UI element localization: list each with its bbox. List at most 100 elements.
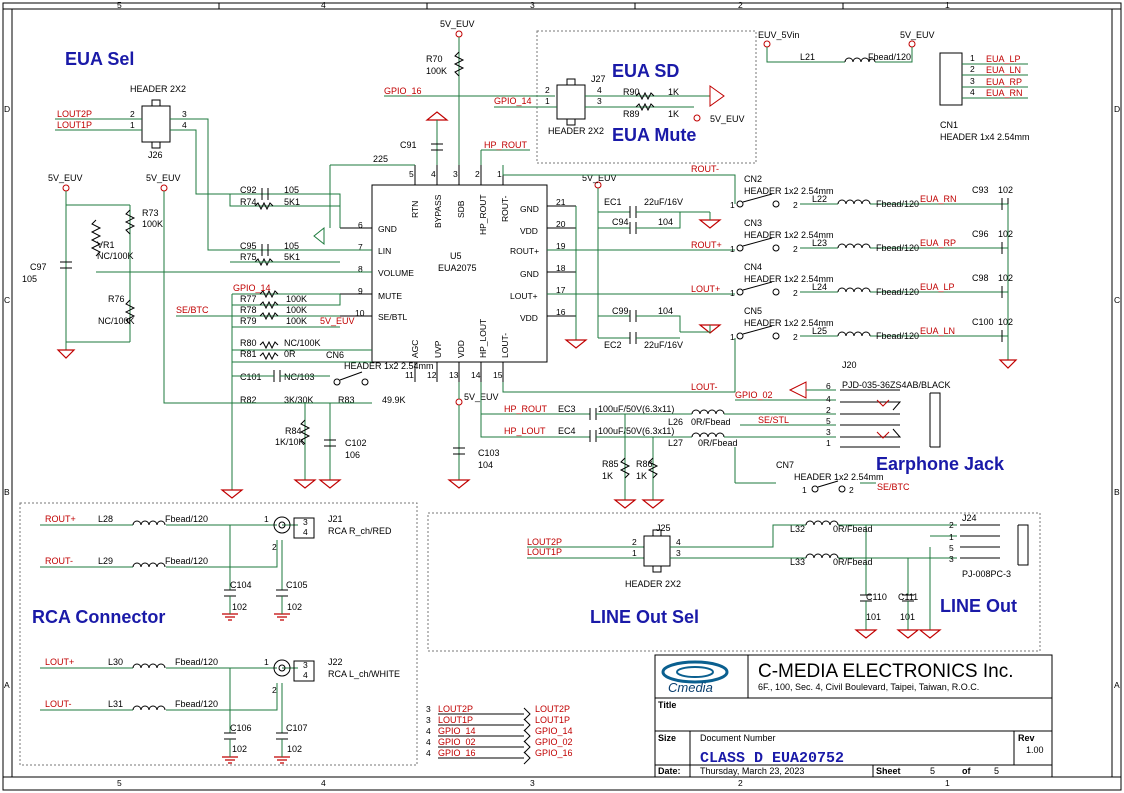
svg-text:101: 101	[866, 612, 881, 622]
svg-text:VDD: VDD	[520, 226, 538, 236]
svg-text:3: 3	[182, 109, 187, 119]
svg-text:EUV_5Vin: EUV_5Vin	[758, 30, 799, 40]
svg-text:102: 102	[998, 229, 1013, 239]
svg-text:2: 2	[793, 288, 798, 298]
svg-text:3: 3	[303, 517, 308, 527]
svg-text:HEADER 1x2 2.54mm: HEADER 1x2 2.54mm	[794, 472, 884, 482]
svg-text:GPIO_02: GPIO_02	[438, 737, 476, 747]
svg-text:J27: J27	[591, 74, 606, 84]
svg-text:HEADER 2X2: HEADER 2X2	[625, 579, 681, 589]
svg-text:15: 15	[493, 370, 503, 380]
svg-text:VR1: VR1	[97, 240, 115, 250]
svg-text:C95: C95	[240, 241, 257, 251]
svg-text:2: 2	[970, 64, 975, 74]
svg-text:Rev: Rev	[1018, 733, 1035, 743]
svg-text:1: 1	[945, 0, 950, 10]
svg-text:C: C	[4, 295, 10, 305]
svg-text:100K: 100K	[142, 219, 163, 229]
svg-text:2: 2	[272, 542, 277, 552]
svg-text:5: 5	[117, 0, 122, 10]
svg-text:LIN: LIN	[378, 246, 391, 256]
svg-text:2: 2	[272, 685, 277, 695]
svg-text:7: 7	[358, 242, 363, 252]
svg-text:RCA L_ch/WHITE: RCA L_ch/WHITE	[328, 669, 400, 679]
company-name: C-MEDIA ELECTRONICS Inc.	[758, 661, 1014, 682]
svg-text:EUA_RN: EUA_RN	[986, 88, 1023, 98]
svg-text:C98: C98	[972, 273, 989, 283]
svg-text:6: 6	[358, 220, 363, 230]
svg-text:NC/100K: NC/100K	[284, 338, 321, 348]
svg-text:Fbead/120: Fbead/120	[876, 199, 919, 209]
svg-text:GND: GND	[520, 269, 539, 279]
svg-text:R85: R85	[602, 459, 619, 469]
svg-text:R80: R80	[240, 338, 257, 348]
svg-text:NC/103: NC/103	[284, 372, 315, 382]
svg-text:225: 225	[373, 154, 388, 164]
cn1-output-header: EUV_5Vin 5V_EUV L21 Fbead/120 12 34 EUA_…	[758, 30, 1030, 142]
svg-text:LOUT1P: LOUT1P	[535, 715, 570, 725]
svg-text:5: 5	[117, 778, 122, 788]
svg-text:R74: R74	[240, 197, 257, 207]
svg-text:LOUT+: LOUT+	[45, 657, 74, 667]
svg-text:5V_EUV: 5V_EUV	[320, 316, 355, 326]
svg-text:R84: R84	[285, 426, 302, 436]
svg-text:2: 2	[130, 109, 135, 119]
svg-text:ROUT-: ROUT-	[45, 556, 73, 566]
svg-text:2: 2	[949, 520, 954, 530]
svg-text:LOUT+: LOUT+	[691, 284, 720, 294]
svg-text:Sheet: Sheet	[876, 766, 901, 776]
svg-text:BYPASS: BYPASS	[433, 194, 443, 228]
svg-text:SDB: SDB	[456, 200, 466, 218]
svg-text:18: 18	[556, 263, 566, 273]
svg-text:5: 5	[949, 543, 954, 553]
svg-text:HP_ROUT: HP_ROUT	[478, 194, 488, 235]
svg-text:L26: L26	[668, 417, 683, 427]
svg-text:2: 2	[826, 405, 831, 415]
company-address: 6F., 100, Sec. 4, Civil Boulevard, Taipe…	[758, 682, 979, 692]
svg-text:104: 104	[478, 460, 493, 470]
svg-text:C111: C111	[898, 592, 918, 602]
svg-text:ROUT-: ROUT-	[691, 164, 719, 174]
svg-text:ROUT+: ROUT+	[45, 514, 76, 524]
svg-text:100uF/50V(6.3x11): 100uF/50V(6.3x11)	[598, 426, 674, 436]
svg-text:PJ-008PC-3: PJ-008PC-3	[962, 569, 1011, 579]
svg-text:3: 3	[826, 427, 831, 437]
svg-text:GND: GND	[520, 204, 539, 214]
svg-text:102: 102	[998, 273, 1013, 283]
svg-text:C105: C105	[286, 580, 308, 590]
cmedia-logo-mark	[661, 660, 729, 684]
line-out-group	[427, 512, 1041, 652]
svg-text:CN5: CN5	[744, 306, 762, 316]
svg-text:R86: R86	[636, 459, 653, 469]
svg-text:EC2: EC2	[604, 340, 622, 350]
svg-text:1K: 1K	[668, 109, 679, 119]
svg-text:2: 2	[738, 778, 743, 788]
svg-text:Fbead/120: Fbead/120	[175, 699, 218, 709]
svg-text:RCA R_ch/RED: RCA R_ch/RED	[328, 526, 392, 536]
svg-text:1: 1	[497, 169, 502, 179]
cmedia-logo: Cmedia	[668, 680, 713, 695]
svg-text:1: 1	[802, 485, 807, 495]
svg-text:12: 12	[427, 370, 437, 380]
svg-text:LOUT1P: LOUT1P	[527, 547, 562, 557]
svg-text:4: 4	[426, 737, 431, 747]
svg-text:0R/Fbead: 0R/Fbead	[691, 417, 731, 427]
svg-text:4: 4	[303, 527, 308, 537]
svg-text:GPIO_02: GPIO_02	[735, 390, 773, 400]
svg-text:4: 4	[321, 778, 326, 788]
svg-text:4: 4	[303, 670, 308, 680]
svg-text:AGC: AGC	[410, 340, 420, 358]
svg-text:5V_EUV: 5V_EUV	[146, 173, 181, 183]
svg-text:J26: J26	[148, 150, 163, 160]
svg-text:EC1: EC1	[604, 197, 622, 207]
u5-amplifier: U5 EUA2075 GND LIN VOLUME MUTE SE/BTL GN…	[355, 169, 566, 380]
svg-text:EC4: EC4	[558, 426, 576, 436]
net-lout2p: LOUT2P	[57, 109, 92, 119]
svg-text:VOLUME: VOLUME	[378, 268, 414, 278]
svg-text:UVP: UVP	[433, 340, 443, 358]
